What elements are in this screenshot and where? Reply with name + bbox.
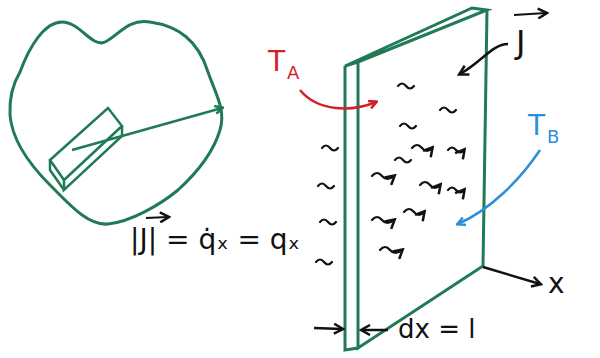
body-outline [10, 21, 222, 224]
dim-arrow [314, 328, 342, 329]
dim-arrow [362, 329, 388, 332]
subscript: A [287, 64, 299, 82]
vector-arrow [146, 217, 168, 218]
flux-equation: |J| = q̇ₓ = qₓ [130, 226, 300, 254]
small-slab [50, 108, 122, 190]
thickness-dimension: dx = l [398, 316, 475, 342]
subscript: B [547, 128, 559, 146]
heat-flux [316, 84, 464, 265]
temperature-symbol: T [268, 48, 285, 76]
ta-leader [300, 90, 376, 108]
vector-arrow [514, 13, 546, 15]
tb-leader [458, 150, 540, 224]
axis-label: x [548, 270, 565, 298]
slab [345, 8, 487, 350]
x-axis [483, 267, 540, 284]
flux-symbol: J [516, 26, 525, 58]
normal-arrow [72, 108, 222, 150]
temperature-symbol: T [528, 112, 545, 140]
j-leader [460, 44, 508, 74]
